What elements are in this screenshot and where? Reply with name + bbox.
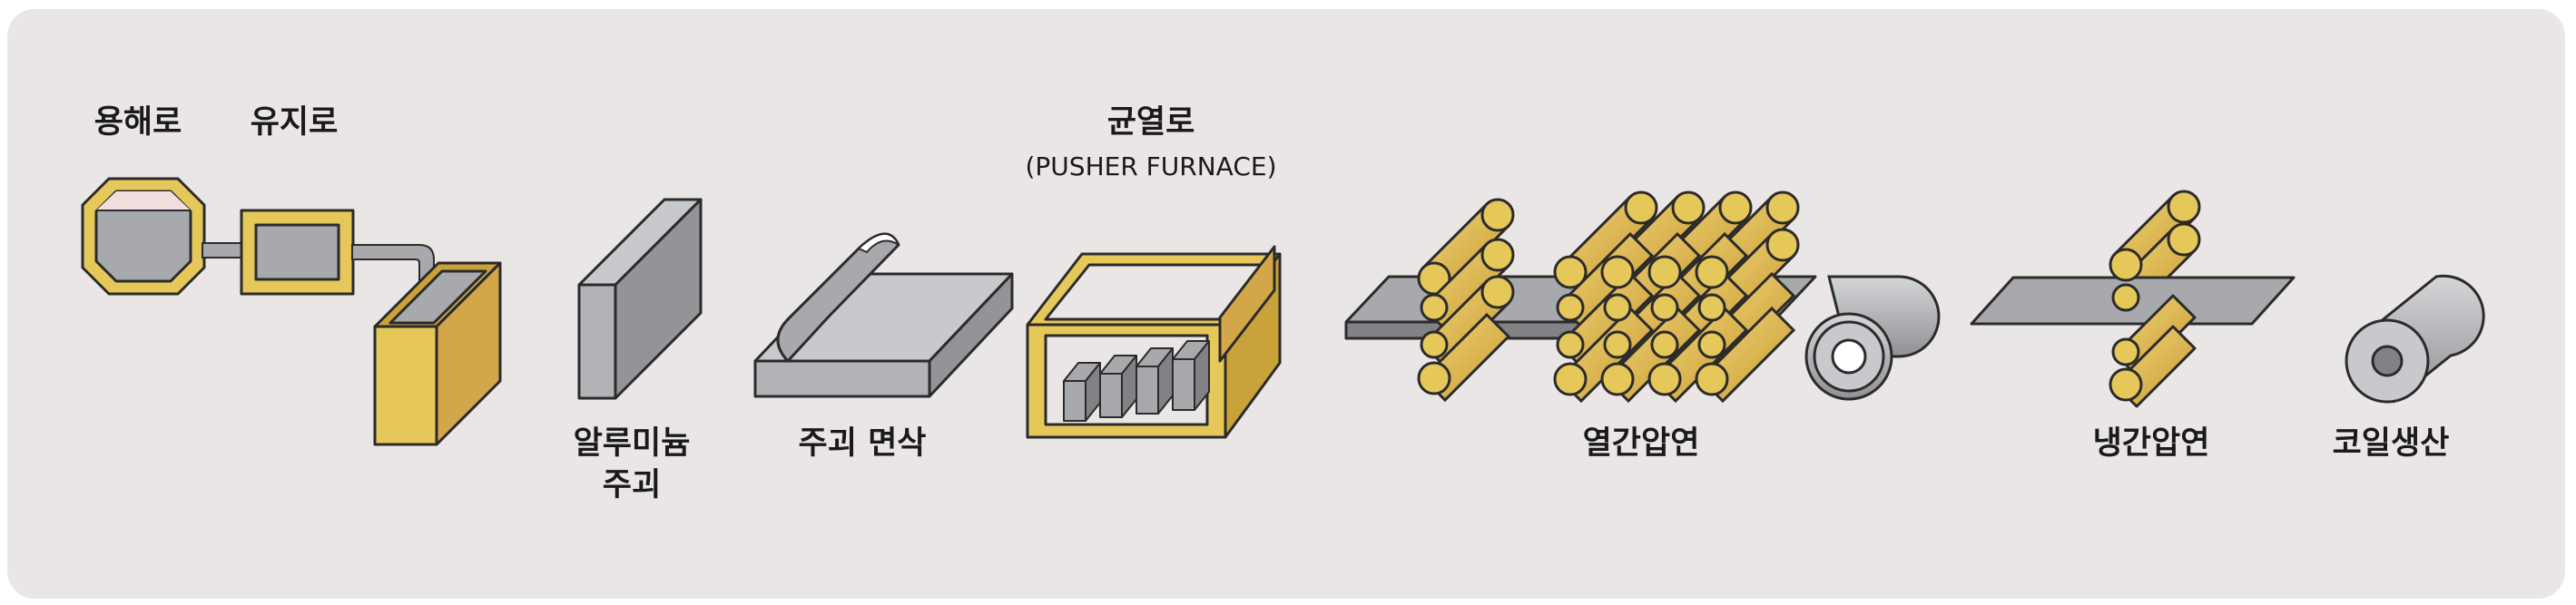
final-coil-icon xyxy=(2345,274,2485,404)
cold-rolling-icon xyxy=(1970,190,2296,408)
holding-furnace-icon xyxy=(240,209,355,296)
holding-furnace-label: 유지로 xyxy=(250,104,339,141)
aluminum-ingot-label-line1: 알루미늄 xyxy=(573,425,691,462)
ingot-scalping-icon xyxy=(753,232,1014,398)
transfer-pipe xyxy=(202,242,245,259)
hot-rolling-label: 열간압연 xyxy=(1582,425,1700,462)
ingot-scalping-label: 주괴 면삭 xyxy=(798,425,927,462)
soaking-furnace-sublabel: (PUSHER FURNACE) xyxy=(1025,151,1277,181)
hot-rolling-coil-icon xyxy=(1804,275,1941,401)
cold-rolling-label: 냉간압연 xyxy=(2092,425,2210,462)
aluminum-ingot-label: 알루미늄 주괴 xyxy=(574,423,691,506)
melting-furnace-icon xyxy=(81,177,206,296)
aluminum-ingot-icon xyxy=(577,198,703,400)
melting-furnace-label: 용해로 xyxy=(93,104,182,141)
aluminum-ingot-label-line2: 주괴 xyxy=(602,467,662,503)
casting-mold-icon xyxy=(373,261,502,446)
hot-rolling-rolls-icon xyxy=(1417,190,1800,404)
pusher-furnace-icon xyxy=(1026,245,1282,439)
soaking-furnace-label: 균열로 xyxy=(1106,104,1195,141)
coil-production-label: 코일생산 xyxy=(2332,425,2450,462)
